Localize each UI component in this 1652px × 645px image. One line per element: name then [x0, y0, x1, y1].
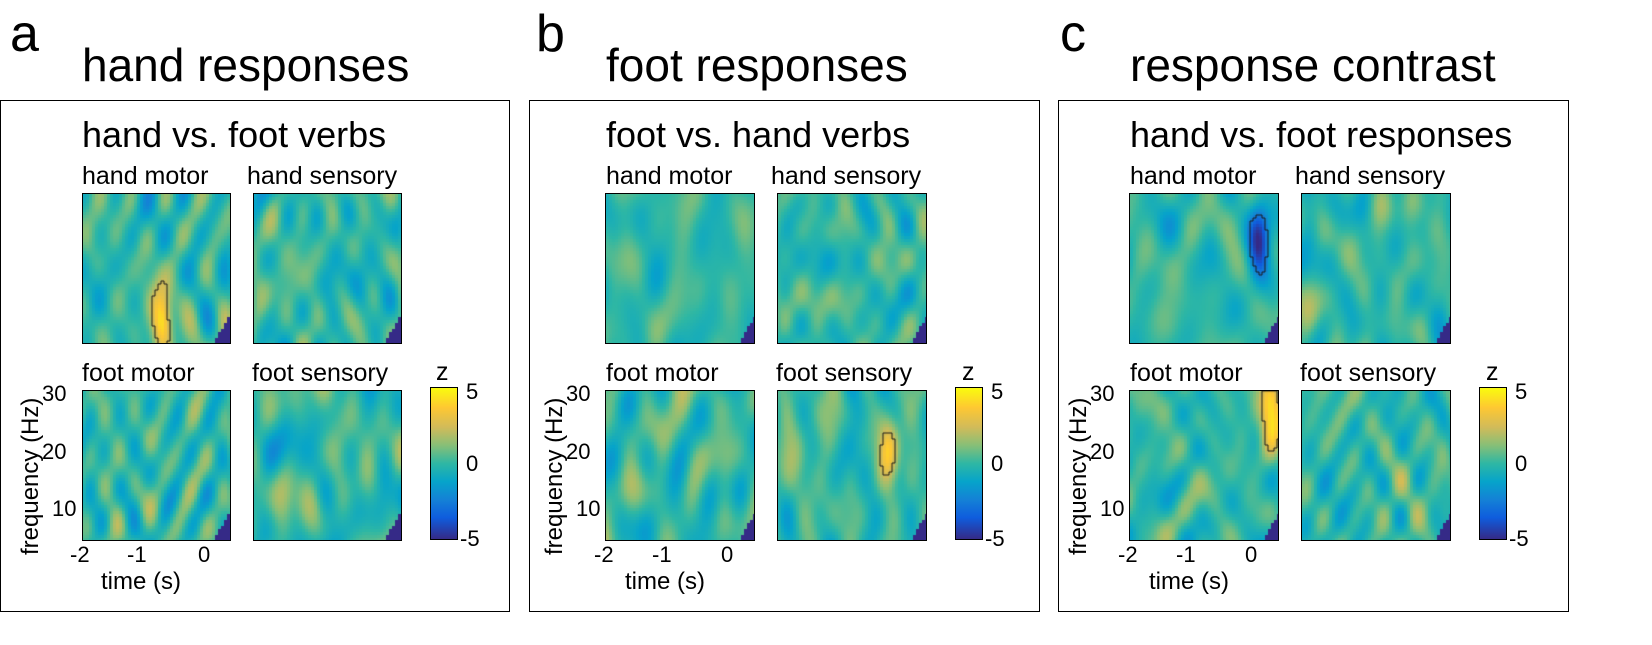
panel-b-foot-sensory-heatmap [777, 390, 927, 541]
panel-c-hand-sensory-label: hand sensory [1295, 162, 1446, 190]
panel-a-cbar-tick-neg5: -5 [460, 526, 480, 551]
panel-b-subtitle: foot vs. hand verbs [606, 114, 911, 155]
panel-a-foot-motor-heatmap [82, 390, 231, 541]
panel-c-cbar-tick-0: 0 [1515, 451, 1528, 476]
panel-b-ytick-30: 30 [566, 381, 591, 406]
panel-b-foot-motor-label: foot motor [606, 359, 719, 387]
panel-a-colorbar [430, 387, 458, 540]
panel-a-cbar-tick-0: 0 [466, 451, 479, 476]
panel-b-ytick-10: 10 [576, 496, 601, 521]
panel-a-hand-sensory-label: hand sensory [247, 162, 398, 190]
panel-b-cbar-tick-neg5: -5 [985, 526, 1005, 551]
panel-a-xtick-neg2: -2 [70, 542, 90, 567]
panel-b-foot-sensory-label: foot sensory [776, 359, 913, 387]
panel-a-xtick-0: 0 [198, 542, 211, 567]
panel-c-hand-sensory-heatmap [1301, 193, 1451, 344]
panel-a-foot-motor-label: foot motor [82, 359, 195, 387]
panel-c-hand-motor-heatmap [1129, 193, 1279, 344]
panel-c-ytick-10: 10 [1100, 496, 1125, 521]
panel-b-colorbar-label: z [962, 358, 975, 386]
panel-c-xtick-0: 0 [1245, 542, 1258, 567]
panel-a-hand-sensory-heatmap [253, 193, 402, 344]
panel-a-title: hand responses [82, 39, 410, 91]
panel-b-xtick-neg1: -1 [652, 542, 672, 567]
panel-a-colorbar-label: z [436, 358, 449, 386]
panel-a-hand-motor-heatmap [82, 193, 231, 344]
panel-letter-a: a [10, 5, 39, 63]
panel-b-colorbar [955, 387, 983, 540]
panel-a-xlabel: time (s) [101, 568, 181, 595]
panel-b-ylabel: frequency (Hz) [541, 397, 568, 555]
panel-letter-c: c [1060, 5, 1086, 63]
panel-a-ytick-30: 30 [42, 381, 67, 406]
panel-a-frame [0, 100, 510, 612]
panel-letter-b: b [536, 5, 565, 63]
panel-c-ytick-20: 20 [1090, 439, 1115, 464]
panel-b-hand-motor-label: hand motor [606, 162, 733, 190]
panel-a-ytick-20: 20 [42, 439, 67, 464]
panel-c-xtick-neg2: -2 [1118, 542, 1138, 567]
panel-a-foot-sensory-label: foot sensory [252, 359, 389, 387]
panel-c-foot-motor-heatmap [1129, 390, 1279, 541]
panel-b-xtick-neg2: -2 [594, 542, 614, 567]
panel-a-hand-motor-label: hand motor [82, 162, 209, 190]
panel-b-title: foot responses [606, 39, 908, 91]
panel-b-frame [529, 100, 1040, 612]
panel-b-hand-sensory-label: hand sensory [771, 162, 922, 190]
panel-c-xtick-neg1: -1 [1176, 542, 1196, 567]
panel-c-frame [1058, 100, 1569, 612]
panel-a-ylabel: frequency (Hz) [17, 397, 44, 555]
panel-b-hand-sensory-heatmap [777, 193, 927, 344]
panel-b-cbar-tick-5: 5 [991, 379, 1004, 404]
panel-c-title: response contrast [1130, 39, 1496, 91]
panel-a-ytick-10: 10 [52, 496, 77, 521]
panel-c-ylabel: frequency (Hz) [1065, 397, 1092, 555]
panel-c-cbar-tick-neg5: -5 [1509, 526, 1529, 551]
panel-b-hand-motor-heatmap [605, 193, 755, 344]
panel-c-foot-sensory-label: foot sensory [1300, 359, 1437, 387]
panel-a-subtitle: hand vs. foot verbs [82, 114, 387, 155]
panel-b-foot-motor-heatmap [605, 390, 755, 541]
panel-a-cbar-tick-5: 5 [466, 379, 479, 404]
panel-c-colorbar [1479, 387, 1507, 540]
panel-b-xtick-0: 0 [721, 542, 734, 567]
panel-c-hand-motor-label: hand motor [1130, 162, 1257, 190]
panel-c-colorbar-label: z [1486, 358, 1499, 386]
panel-c-foot-motor-label: foot motor [1130, 359, 1243, 387]
panel-b-ytick-20: 20 [566, 439, 591, 464]
panel-c-subtitle: hand vs. foot responses [1130, 114, 1513, 155]
panel-a-foot-sensory-heatmap [253, 390, 402, 541]
panel-c-ytick-30: 30 [1090, 381, 1115, 406]
panel-a-xtick-neg1: -1 [127, 542, 147, 567]
panel-c-foot-sensory-heatmap [1301, 390, 1451, 541]
panel-b-xlabel: time (s) [625, 568, 705, 595]
panel-b-cbar-tick-0: 0 [991, 451, 1004, 476]
panel-c-xlabel: time (s) [1149, 568, 1229, 595]
panel-c-cbar-tick-5: 5 [1515, 379, 1528, 404]
